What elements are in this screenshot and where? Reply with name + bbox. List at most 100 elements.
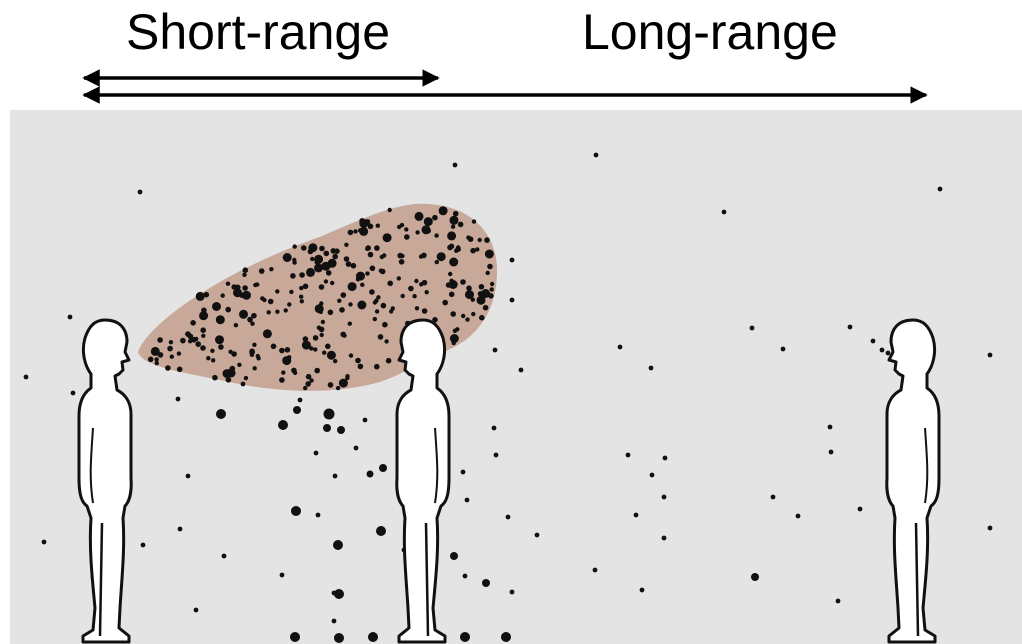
particle	[368, 632, 378, 642]
particle	[338, 378, 348, 388]
particle	[639, 587, 645, 593]
particle	[509, 589, 515, 595]
particle	[485, 270, 490, 276]
particle	[389, 309, 394, 314]
particle	[347, 321, 352, 326]
particle	[210, 348, 215, 353]
particle	[279, 572, 285, 578]
particle	[400, 293, 405, 299]
particle	[242, 272, 247, 277]
particle	[242, 267, 249, 274]
particle	[333, 540, 343, 550]
particle	[857, 506, 863, 512]
particle	[847, 324, 853, 330]
particle	[476, 295, 486, 305]
particle	[404, 234, 410, 240]
particle	[374, 309, 380, 314]
particle	[177, 526, 183, 532]
particle	[357, 363, 364, 370]
particle	[215, 315, 225, 325]
particle	[190, 320, 196, 326]
particle	[382, 253, 387, 258]
particle	[331, 618, 337, 624]
particle	[283, 308, 288, 313]
particle	[412, 294, 417, 299]
particle	[305, 381, 312, 387]
particle	[137, 189, 143, 195]
particle	[649, 472, 655, 478]
particle	[345, 374, 350, 379]
particle	[157, 352, 164, 358]
particle	[266, 310, 271, 315]
particle	[348, 302, 353, 307]
particle	[306, 267, 315, 277]
particle	[335, 385, 341, 391]
particle	[320, 319, 326, 325]
particle	[987, 352, 993, 358]
particle	[466, 235, 471, 240]
particle	[278, 420, 288, 430]
particle	[292, 370, 298, 375]
particle	[477, 237, 482, 243]
particle	[339, 307, 345, 313]
particle	[203, 291, 210, 298]
particle	[275, 309, 280, 314]
particle	[374, 363, 380, 370]
particle	[282, 253, 292, 262]
particle	[448, 243, 455, 250]
particle	[237, 362, 242, 367]
particle	[235, 284, 241, 291]
particle	[299, 294, 304, 299]
particle	[438, 206, 448, 216]
particle	[479, 314, 485, 321]
particle	[633, 512, 639, 518]
particle	[421, 279, 428, 286]
particle	[154, 361, 159, 366]
particle	[465, 290, 474, 300]
particle	[150, 346, 160, 356]
particle	[195, 341, 201, 347]
particle	[169, 354, 174, 359]
particle	[332, 473, 338, 479]
particle	[314, 254, 324, 264]
particle	[323, 424, 331, 432]
particle	[279, 347, 285, 354]
particle	[397, 224, 402, 230]
aerosol-particles	[23, 152, 993, 643]
particle	[449, 278, 454, 283]
particle	[396, 276, 401, 281]
particle	[275, 289, 280, 294]
particle	[250, 321, 255, 326]
particle	[835, 598, 841, 604]
particle	[201, 333, 206, 338]
particle	[447, 231, 457, 241]
particle	[211, 358, 216, 363]
particle	[312, 335, 319, 341]
particle	[221, 553, 227, 559]
particle	[233, 323, 239, 328]
particle	[299, 299, 304, 304]
particle	[484, 249, 494, 259]
particle	[290, 632, 300, 642]
particle	[460, 469, 466, 475]
particle	[357, 228, 363, 233]
particle	[397, 252, 404, 259]
particle	[357, 300, 367, 310]
particle	[450, 311, 457, 317]
particle	[462, 573, 468, 579]
particle	[452, 328, 458, 333]
particle	[415, 230, 420, 235]
particle	[175, 396, 181, 402]
particle	[185, 473, 191, 479]
particle	[937, 186, 943, 192]
particle	[330, 280, 335, 286]
particle	[369, 265, 376, 272]
particle	[154, 357, 159, 362]
particle	[870, 338, 876, 344]
particle	[41, 539, 47, 545]
particle	[449, 334, 459, 343]
particle	[302, 283, 309, 290]
particle	[452, 162, 458, 168]
particle	[23, 374, 29, 380]
particle	[314, 263, 323, 273]
